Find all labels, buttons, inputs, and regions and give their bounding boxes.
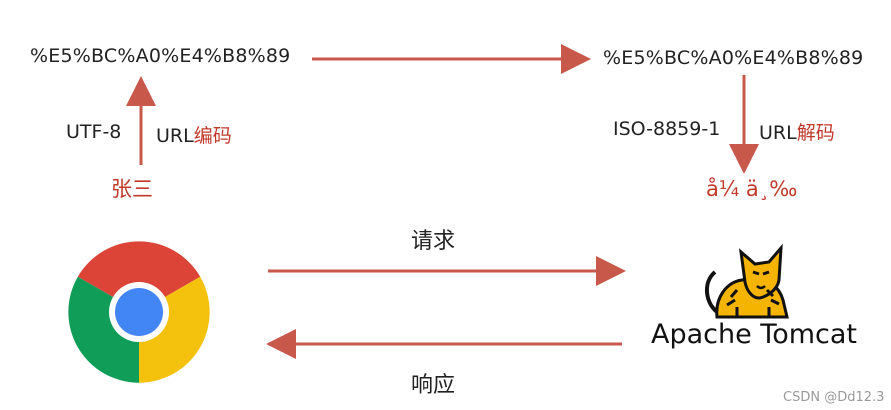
encoded-text-right: %E5%BC%A0%E4%B8%89 xyxy=(603,47,864,69)
response-label: 响应 xyxy=(411,373,456,398)
left-action-prefix: URL xyxy=(156,125,194,147)
right-action-label: URL解码 xyxy=(759,118,835,145)
left-action-label: URL编码 xyxy=(156,121,232,148)
left-action-cn: 编码 xyxy=(193,125,232,147)
right-action-prefix: URL xyxy=(759,122,797,144)
right-charset-label: ISO-8859-1 xyxy=(613,118,721,140)
encoded-text-left: %E5%BC%A0%E4%B8%89 xyxy=(30,45,291,67)
tomcat-cat-logo-icon xyxy=(705,243,789,319)
watermark: CSDN @Dd12.3 xyxy=(783,390,885,405)
left-charset-label: UTF-8 xyxy=(66,121,122,143)
garbled-text: å¼ ä¸‰ xyxy=(706,177,798,201)
right-action-cn: 解码 xyxy=(796,122,835,144)
original-name: 张三 xyxy=(111,177,153,201)
server-name: Apache Tomcat xyxy=(651,319,858,350)
chrome-logo-icon xyxy=(68,241,210,383)
request-label: 请求 xyxy=(411,229,456,254)
